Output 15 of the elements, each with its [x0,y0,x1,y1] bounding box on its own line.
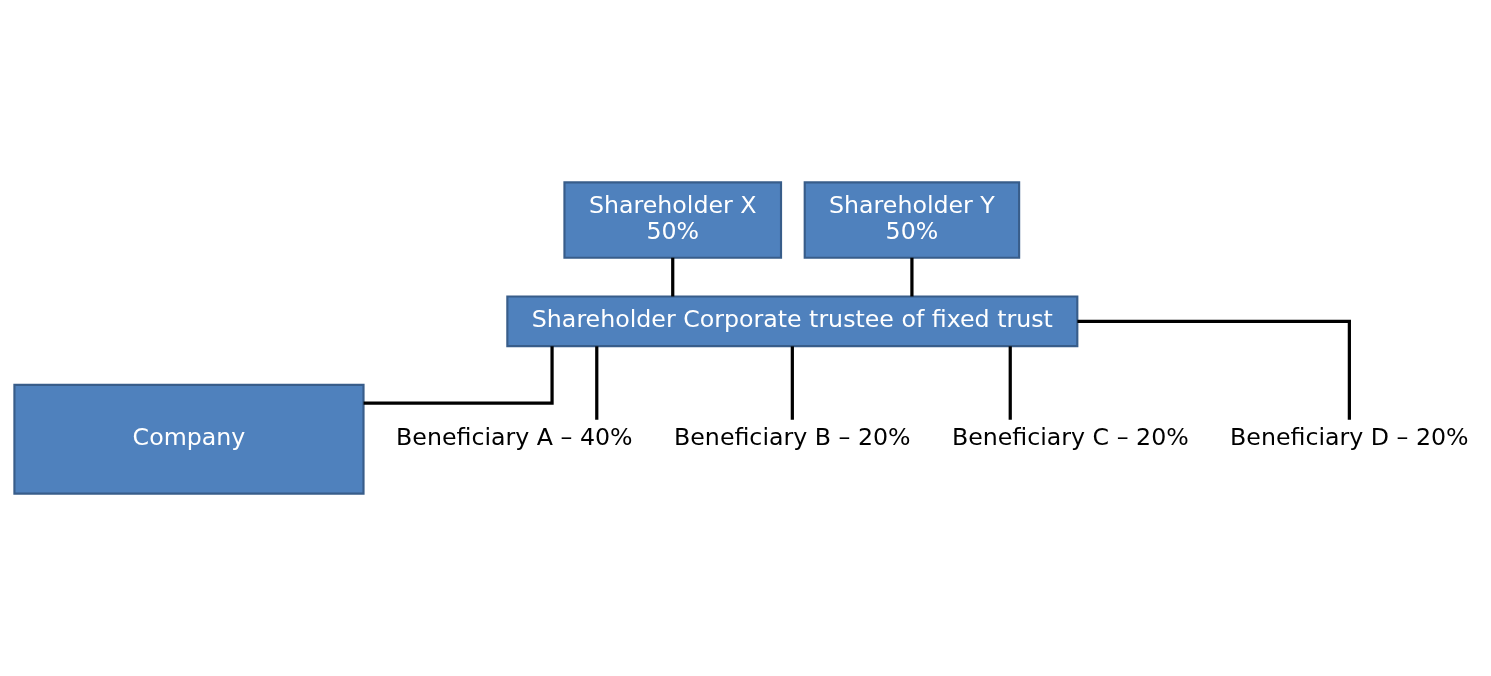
connector [363,346,554,405]
node-text: Beneficiary C – 20% [951,423,1189,452]
connector [1076,319,1351,420]
connector [909,257,914,297]
node-text: Beneficiary D – 20% [1229,423,1469,452]
connector [594,346,598,420]
connector [790,346,794,420]
node-box: Shareholder Corporate trustee of fixed trust [505,295,1078,348]
node-box: Company [12,383,365,495]
connector [670,257,674,297]
connector [1008,346,1012,420]
node-text: Beneficiary A – 40% [395,423,633,452]
node-text: Beneficiary B – 20% [673,423,911,452]
node-box: Shareholder X 50% [562,181,782,259]
node-box: Shareholder Y 50% [803,181,1020,259]
